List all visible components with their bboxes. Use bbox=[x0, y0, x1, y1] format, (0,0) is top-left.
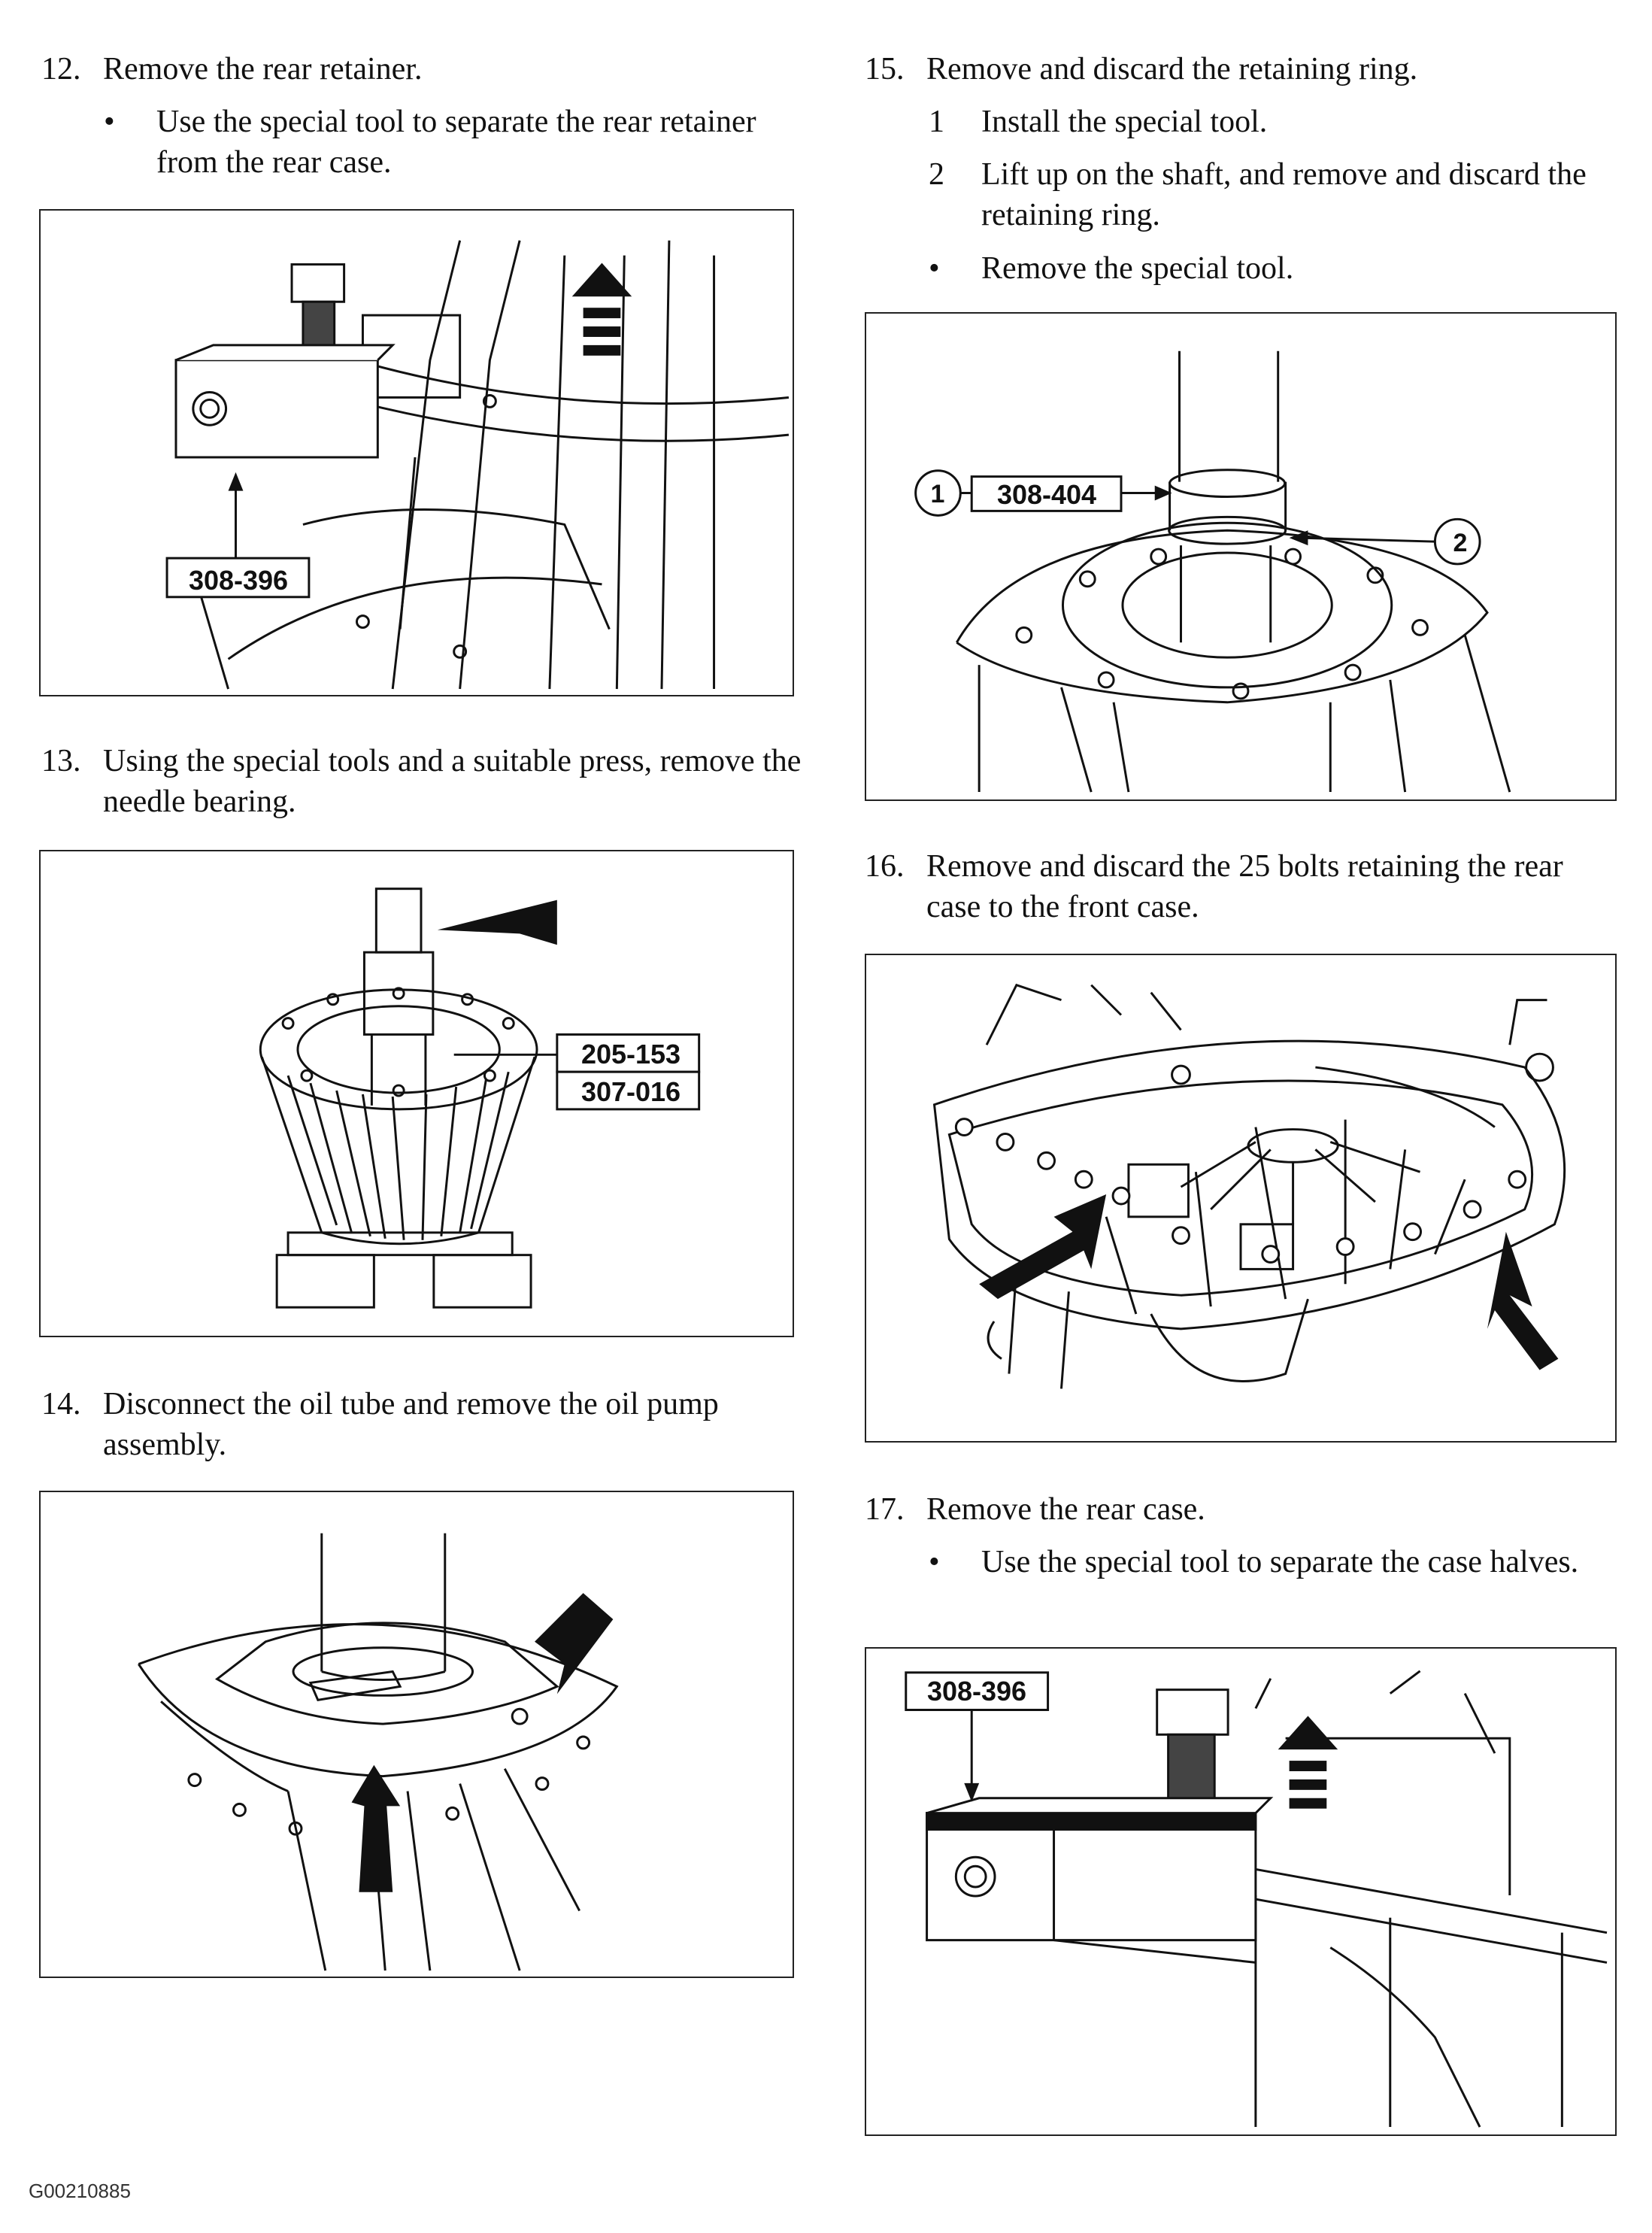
step-text: Remove the rear case. bbox=[926, 1492, 1205, 1527]
figure-12-rear-retainer: 308-396 bbox=[39, 209, 794, 696]
step-number: 13. bbox=[41, 744, 81, 778]
retaining-ring-illustration bbox=[914, 350, 1511, 793]
bullet-mark: • bbox=[104, 105, 115, 139]
callout-2: 2 bbox=[1453, 529, 1468, 557]
step-number: 14. bbox=[41, 1387, 81, 1421]
step-text: Using the special tools and a suitable p… bbox=[103, 744, 802, 819]
callout-1: 1 bbox=[930, 480, 945, 508]
tool-label-307-016: 307-016 bbox=[580, 1076, 681, 1107]
figure-13-needle-bearing: 205-153 307-016 bbox=[39, 850, 794, 1337]
oil-pump-illustration bbox=[138, 1533, 619, 1971]
step-number: 15. bbox=[865, 52, 905, 86]
item-number: 2 bbox=[929, 157, 944, 192]
figure-code: G00210885 bbox=[29, 2180, 131, 2202]
step-text: Remove and discard the retaining ring. bbox=[926, 52, 1418, 86]
figure-14-oil-pump bbox=[39, 1491, 794, 1978]
case-bolts-illustration bbox=[932, 983, 1566, 1389]
tool-label-308-396: 308-396 bbox=[926, 1676, 1027, 1707]
bullet-text: Use the special tool to separate the rea… bbox=[156, 105, 756, 180]
bullet-text: Use the special tool to separate the cas… bbox=[981, 1545, 1579, 1579]
needle-bearing-press-illustration bbox=[259, 887, 701, 1309]
step-number: 12. bbox=[41, 52, 81, 86]
rear-retainer-illustration bbox=[165, 240, 790, 690]
figure-15-retaining-ring: 1 308-404 2 bbox=[865, 312, 1617, 801]
tool-label-308-396: 308-396 bbox=[188, 565, 289, 596]
tool-label-308-404: 308-404 bbox=[996, 479, 1097, 510]
item-number: 1 bbox=[929, 105, 944, 139]
step-text: Remove and discard the 25 bolts retainin… bbox=[926, 849, 1563, 924]
bullet-mark: • bbox=[929, 1545, 940, 1579]
rear-case-illustration bbox=[905, 1670, 1608, 2128]
tool-label-205-153: 205-153 bbox=[580, 1039, 681, 1069]
figure-17-rear-case: 308-396 bbox=[865, 1647, 1617, 2136]
bullet-text: Remove the special tool. bbox=[981, 251, 1294, 286]
step-text: Disconnect the oil tube and remove the o… bbox=[103, 1387, 719, 1462]
bullet-mark: • bbox=[929, 251, 940, 286]
item-text: Lift up on the shaft, and remove and dis… bbox=[981, 157, 1587, 232]
step-number: 16. bbox=[865, 849, 905, 884]
item-text: Install the special tool. bbox=[981, 105, 1268, 139]
figure-16-case-bolts bbox=[865, 954, 1617, 1443]
step-number: 17. bbox=[865, 1492, 905, 1527]
step-text: Remove the rear retainer. bbox=[103, 52, 423, 86]
